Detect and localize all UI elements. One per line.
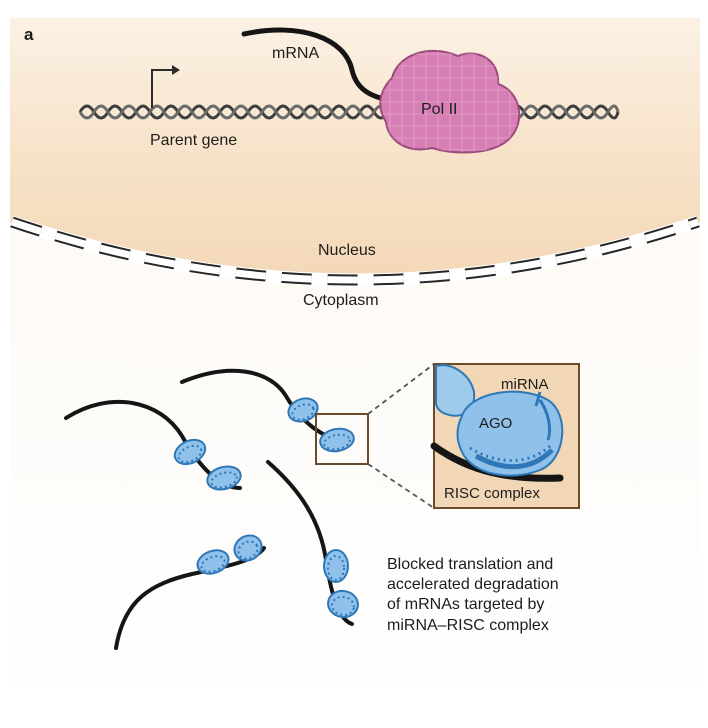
tss-arrow bbox=[151, 69, 172, 108]
cytoplasm-label: Cytoplasm bbox=[303, 292, 379, 309]
mirna-label: miRNA bbox=[501, 376, 549, 393]
mrna-label: mRNA bbox=[272, 45, 319, 62]
ago-label: AGO bbox=[479, 415, 512, 432]
caption: Blocked translation and accelerated degr… bbox=[387, 556, 559, 634]
caption-line-2: accelerated degradation bbox=[387, 576, 559, 593]
caption-line-4: miRNA–RISC complex bbox=[387, 617, 549, 634]
nucleus-label: Nucleus bbox=[318, 242, 376, 259]
panel-label: a bbox=[24, 25, 34, 44]
risc-teeth bbox=[177, 403, 355, 617]
caption-line-3: of mRNAs targeted by bbox=[387, 596, 544, 613]
zoom-connectors bbox=[367, 363, 435, 509]
pol2-label: Pol II bbox=[421, 101, 457, 118]
caption-line-1: Blocked translation and bbox=[387, 556, 553, 573]
tss-arrowhead bbox=[172, 65, 180, 75]
nucleus-region bbox=[10, 18, 700, 281]
risc-label: RISC complex bbox=[444, 485, 540, 502]
zoom-region bbox=[315, 413, 369, 465]
nuclear-envelope bbox=[10, 218, 700, 284]
pol2-enzyme bbox=[379, 49, 521, 154]
parent-gene-label: Parent gene bbox=[150, 132, 237, 149]
risc-inset bbox=[430, 363, 580, 509]
dna-helix bbox=[78, 104, 620, 120]
